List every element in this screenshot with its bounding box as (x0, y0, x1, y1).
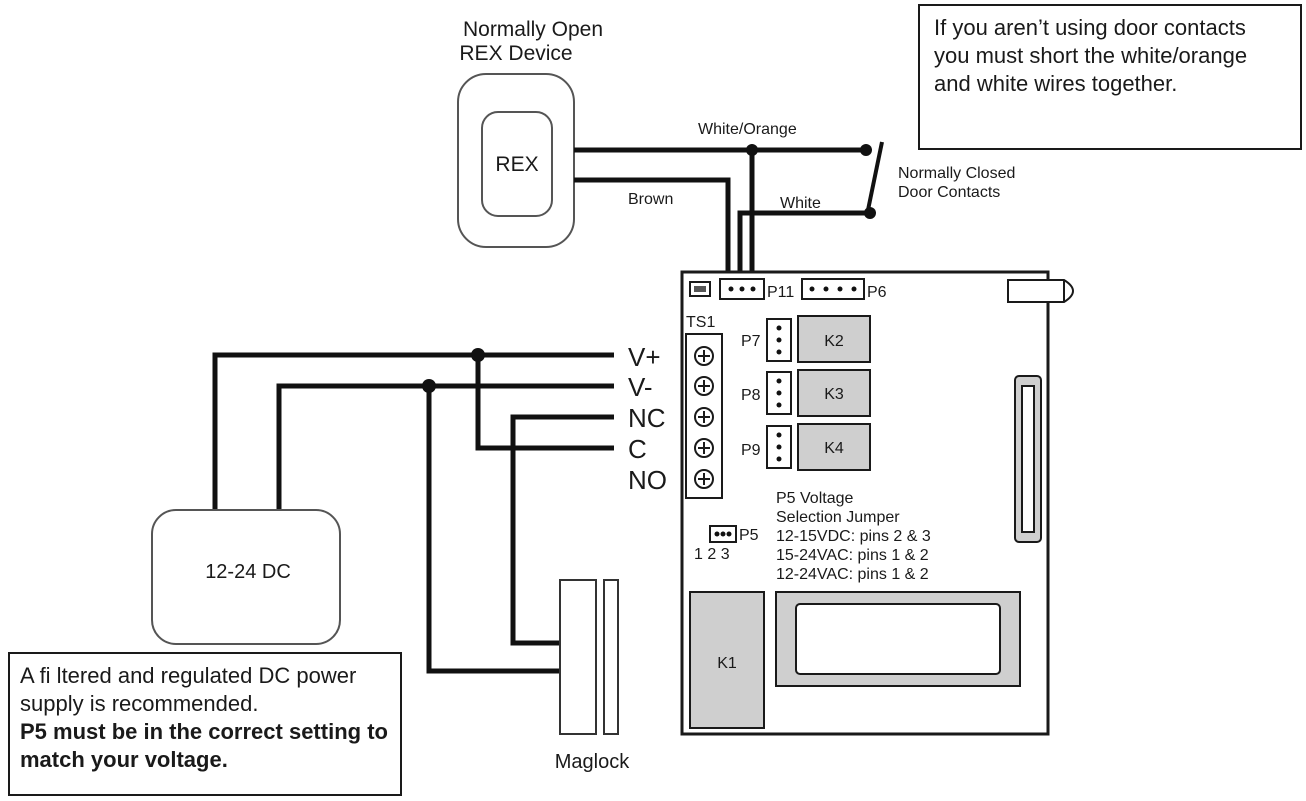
junction-dot (471, 348, 485, 362)
junction-dot (746, 144, 758, 156)
door-contact-note: If you aren’t using door contacts you mu… (918, 4, 1302, 150)
pin (776, 378, 782, 384)
power-supply-label: 12-24 DC (205, 561, 291, 583)
relay-k1 (689, 591, 765, 729)
k2-label: K2 (824, 333, 844, 350)
pin (776, 325, 782, 331)
maglock-negative-wire (426, 386, 560, 674)
pin (776, 444, 782, 450)
pin (714, 531, 720, 537)
rex-wires (574, 147, 866, 282)
p5-info-line: 12-15VDC: pins 2 & 3 (776, 528, 931, 545)
rex-title-line1: Normally Open (463, 18, 603, 41)
p5-info-line: 15-24VAC: pins 1 & 2 (776, 547, 929, 564)
rex-label: REX (495, 153, 538, 176)
p8-label: P8 (741, 387, 761, 404)
power-supply-note: A fi ltered and regulated DC power suppl… (8, 652, 402, 796)
door-contacts-line2: Door Contacts (898, 184, 1000, 201)
maglock-label: Maglock (555, 751, 630, 773)
terminal-label-v-plus: V+ (628, 342, 661, 372)
pin (776, 349, 782, 355)
pin (720, 531, 726, 537)
pin (776, 402, 782, 408)
k4-label: K4 (824, 440, 844, 457)
relay-k3 (797, 369, 871, 417)
p5-info-line: Selection Jumper (776, 509, 900, 526)
junction-dot (864, 207, 876, 219)
white-orange-label: White/Orange (698, 121, 797, 138)
p9-label: P9 (741, 442, 761, 459)
p7-label: P7 (741, 333, 761, 350)
nc-wire (510, 414, 614, 646)
terminal-label-no: NO (628, 465, 667, 495)
p11-label: P11 (767, 284, 794, 301)
door-contact-switch (866, 141, 884, 211)
pin (809, 286, 815, 292)
k3-label: K3 (824, 386, 844, 403)
relay-k2 (797, 315, 871, 363)
door-contacts-line1: Normally Closed (898, 165, 1015, 182)
p5-info-line: P5 Voltage (776, 490, 854, 507)
power-supply-note-text: A fi ltered and regulated DC power suppl… (20, 663, 357, 716)
rex-device-inner (481, 111, 553, 217)
junction-dot (860, 144, 872, 156)
pin (776, 337, 782, 343)
terminal-label-c: C (628, 434, 647, 464)
v-plus-wire (212, 352, 614, 512)
board-card-slot-inner (1021, 385, 1035, 533)
ts1-label: TS1 (686, 314, 715, 331)
power-wires (212, 352, 614, 674)
rex-title-line2: REX Device (459, 42, 572, 65)
p5-pin-numbers: 1 2 3 (694, 546, 730, 563)
pin (776, 456, 782, 462)
pin (776, 390, 782, 396)
maglock-body (559, 579, 597, 735)
power-supply (151, 509, 341, 645)
relay-k4 (797, 423, 871, 471)
power-supply-note-bold: P5 must be in the correct setting to mat… (20, 719, 388, 772)
junction-dot (422, 379, 436, 393)
pin (776, 432, 782, 438)
brown-label: Brown (628, 191, 673, 208)
pin (837, 286, 843, 292)
pin (726, 531, 732, 537)
terminal-label-v-minus: V- (628, 372, 653, 402)
pin (750, 286, 756, 292)
p6-label: P6 (867, 284, 887, 301)
k1-label: K1 (717, 655, 737, 672)
p5-info-line: 12-24VAC: pins 1 & 2 (776, 566, 929, 583)
board-led-inner (694, 286, 706, 292)
c-wire (475, 355, 614, 451)
door-contact-note-text: If you aren’t using door contacts you mu… (934, 15, 1248, 96)
maglock-armature (603, 579, 619, 735)
white-wire (737, 210, 866, 282)
pin (823, 286, 829, 292)
pin (851, 286, 857, 292)
terminal-label-nc: NC (628, 403, 666, 433)
pin (739, 286, 745, 292)
board-transformer-window (795, 603, 1001, 675)
pin (728, 286, 734, 292)
white-label: White (780, 195, 821, 212)
p6-header (801, 278, 865, 300)
p5-label: P5 (739, 527, 759, 544)
v-minus-wire (276, 383, 614, 512)
terminal-screw-crosses (698, 350, 710, 485)
brown-wire (574, 177, 731, 282)
